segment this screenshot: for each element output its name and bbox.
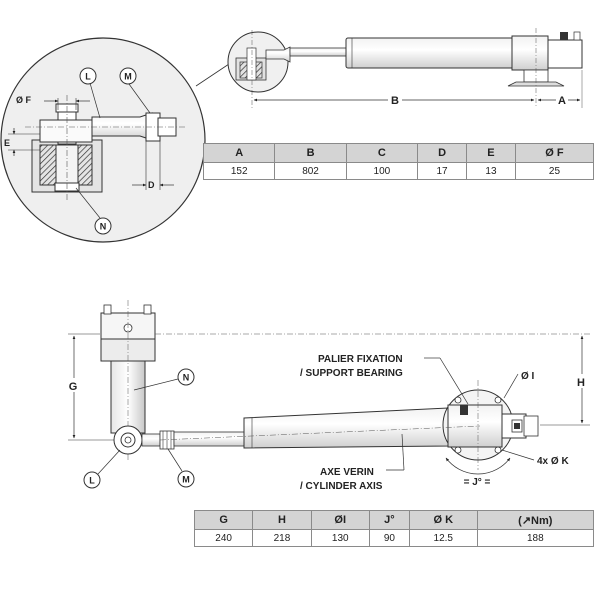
cell-c: 100 xyxy=(345,162,419,180)
col-header-a: A xyxy=(202,143,276,163)
col-header-d: D xyxy=(417,143,467,163)
table-header-row: G H ØI J° Ø K (↗Nm) xyxy=(193,510,595,530)
dim-j-label: = J° = xyxy=(464,477,491,488)
cell-k: 12.5 xyxy=(408,529,478,547)
col-header-torque: (↗Nm) xyxy=(476,510,595,530)
dim-f-label: Ø F xyxy=(16,95,32,105)
cell-h: 218 xyxy=(252,529,312,547)
dimensions-table-1: A B C D E Ø F 152 802 100 17 13 25 xyxy=(202,143,595,180)
callout-n-detail: N xyxy=(100,222,107,232)
cell-torque: 188 xyxy=(476,529,595,547)
col-header-e: E xyxy=(466,143,516,163)
callout-l-bottom: L xyxy=(89,476,95,486)
cell-j: 90 xyxy=(368,529,410,547)
cell-e: 13 xyxy=(466,162,516,180)
table-row: 240 218 130 90 12.5 188 xyxy=(193,529,595,547)
col-header-k: Ø K xyxy=(408,510,478,530)
dim-b-label: B xyxy=(391,95,399,107)
cell-f: 25 xyxy=(514,162,595,180)
top-view: B A xyxy=(227,28,583,108)
support-bearing-label-1: PALIER FIXATION xyxy=(318,354,403,365)
cell-g: 240 xyxy=(193,529,254,547)
callout-l-detail: L xyxy=(85,72,91,82)
cell-d: 17 xyxy=(417,162,467,180)
callout-m-bottom: M xyxy=(182,475,190,485)
cell-a: 152 xyxy=(202,162,276,180)
dim-i-label: Ø I xyxy=(521,371,535,382)
support-bearing-label-2: / SUPPORT BEARING xyxy=(300,368,403,379)
col-header-i: ØI xyxy=(310,510,370,530)
col-header-f: Ø F xyxy=(514,143,595,163)
dim-k-label: 4x Ø K xyxy=(537,456,569,467)
dim-g-label: G xyxy=(69,381,78,393)
table-row: 152 802 100 17 13 25 xyxy=(202,162,595,180)
cylinder-axis-label-1: AXE VERIN xyxy=(320,467,374,478)
dim-d-label: D xyxy=(148,180,155,190)
col-header-b: B xyxy=(274,143,347,163)
bottom-view: G H N L M PALIER FIXATION / SUPPORT BEAR… xyxy=(66,300,590,492)
callout-n-bottom: N xyxy=(183,373,190,383)
col-header-g: G xyxy=(193,510,254,530)
dim-h-label: H xyxy=(577,377,585,389)
table-header-row: A B C D E Ø F xyxy=(202,143,595,163)
detail-view: Ø F E D L M N xyxy=(0,37,206,243)
col-header-j: J° xyxy=(368,510,410,530)
dim-a-label: A xyxy=(558,95,566,107)
dim-e-label: E xyxy=(4,138,10,148)
cylinder-axis-label-2: / CYLINDER AXIS xyxy=(300,481,383,492)
col-header-h: H xyxy=(252,510,312,530)
cell-b: 802 xyxy=(274,162,347,180)
dimensions-table-2: G H ØI J° Ø K (↗Nm) 240 218 130 90 12.5 … xyxy=(193,510,595,547)
col-header-c: C xyxy=(345,143,419,163)
cell-i: 130 xyxy=(310,529,370,547)
detail-leader xyxy=(195,61,233,87)
callout-m-detail: M xyxy=(124,72,132,82)
